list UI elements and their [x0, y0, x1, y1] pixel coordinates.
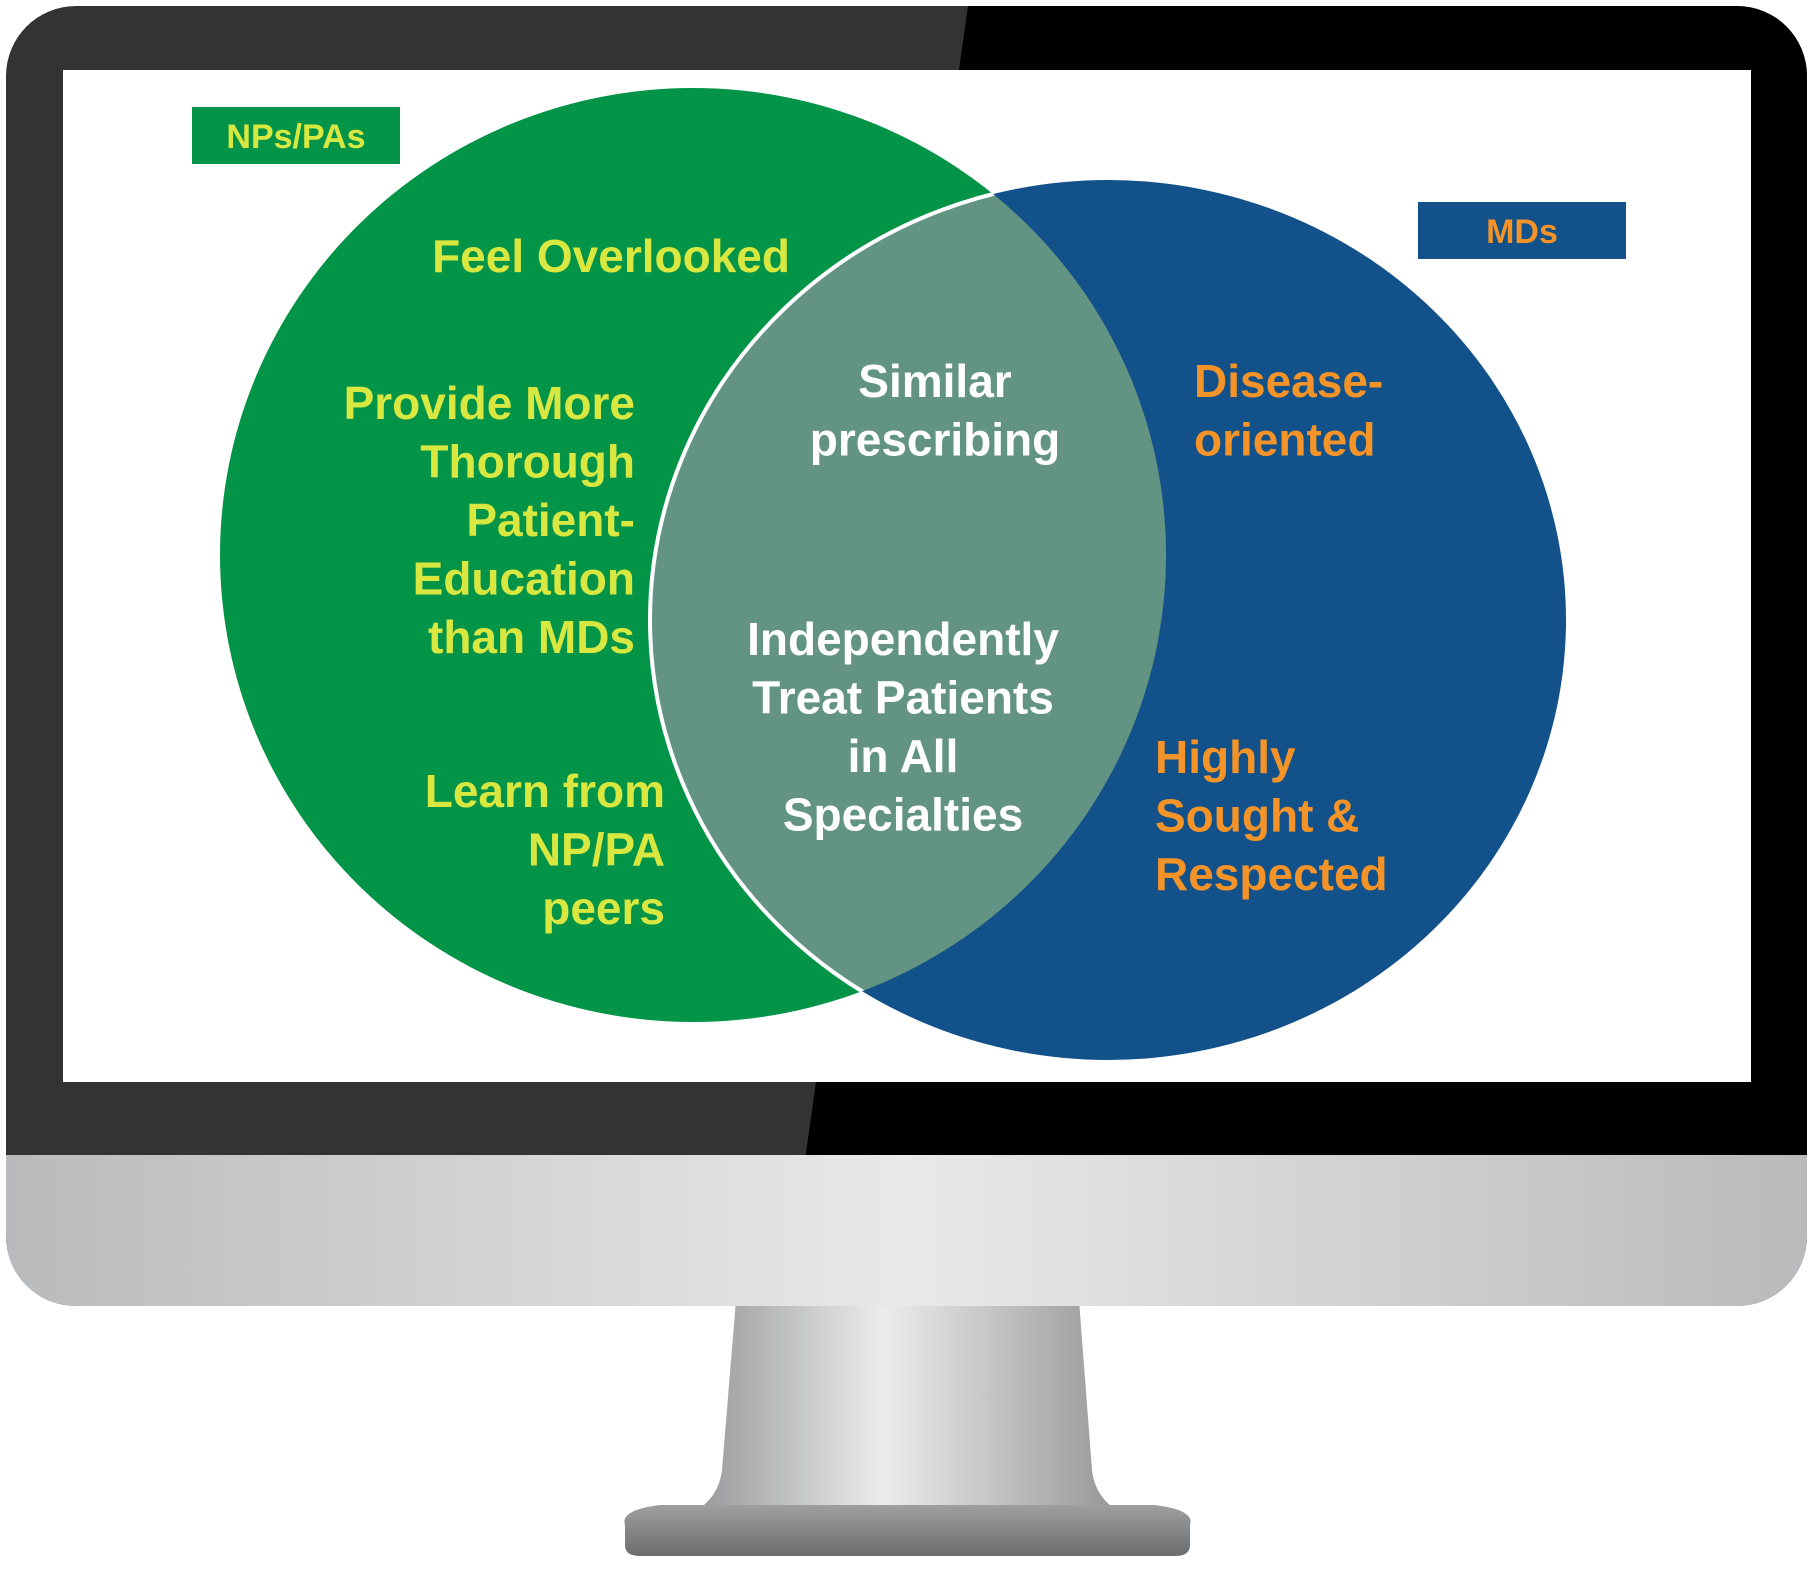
overlap-item-2-line: Independently [747, 613, 1059, 665]
overlap-item-1-line: Similar [858, 355, 1012, 407]
right-set-label: MDs [1486, 213, 1558, 251]
left-item-2-line: Provide More [344, 377, 635, 429]
left-item-2-line: Education [413, 553, 635, 605]
left-item-3-line: NP/PA [528, 824, 665, 876]
left-item-1: Feel Overlooked [432, 230, 790, 282]
monitor-base [624, 1505, 1191, 1556]
left-set-label-box [192, 107, 400, 164]
monitor-stand [678, 1300, 1135, 1520]
right-item-2-line: Highly [1155, 731, 1296, 783]
right-item-1: Disease-oriented [1194, 355, 1383, 466]
left-item-1-line: Feel Overlooked [432, 230, 790, 282]
overlap-item-1: Similar prescribing [810, 355, 1061, 466]
overlap-item-1-line: prescribing [810, 414, 1061, 466]
left-item-2-line: Patient- [466, 494, 635, 546]
right-item-2-line: Respected [1155, 848, 1388, 900]
right-item-2-line: Sought & [1155, 790, 1359, 842]
right-item-1-line: Disease- [1194, 355, 1383, 407]
left-item-3-line: Learn from [425, 765, 665, 817]
right-set-label-box [1418, 202, 1626, 259]
right-item-1-line: oriented [1194, 414, 1375, 466]
overlap-item-2-line: Specialties [783, 789, 1023, 841]
left-item-2-line: Thorough [420, 436, 635, 488]
left-set-label: NPs/PAs [226, 118, 365, 156]
monitor-chin [6, 1155, 1807, 1306]
left-item-3-line: peers [542, 882, 665, 934]
left-item-2-line: than MDs [428, 611, 635, 663]
overlap-item-2-line: Treat Patients [752, 672, 1054, 724]
overlap-item-2-line: in All [848, 730, 959, 782]
